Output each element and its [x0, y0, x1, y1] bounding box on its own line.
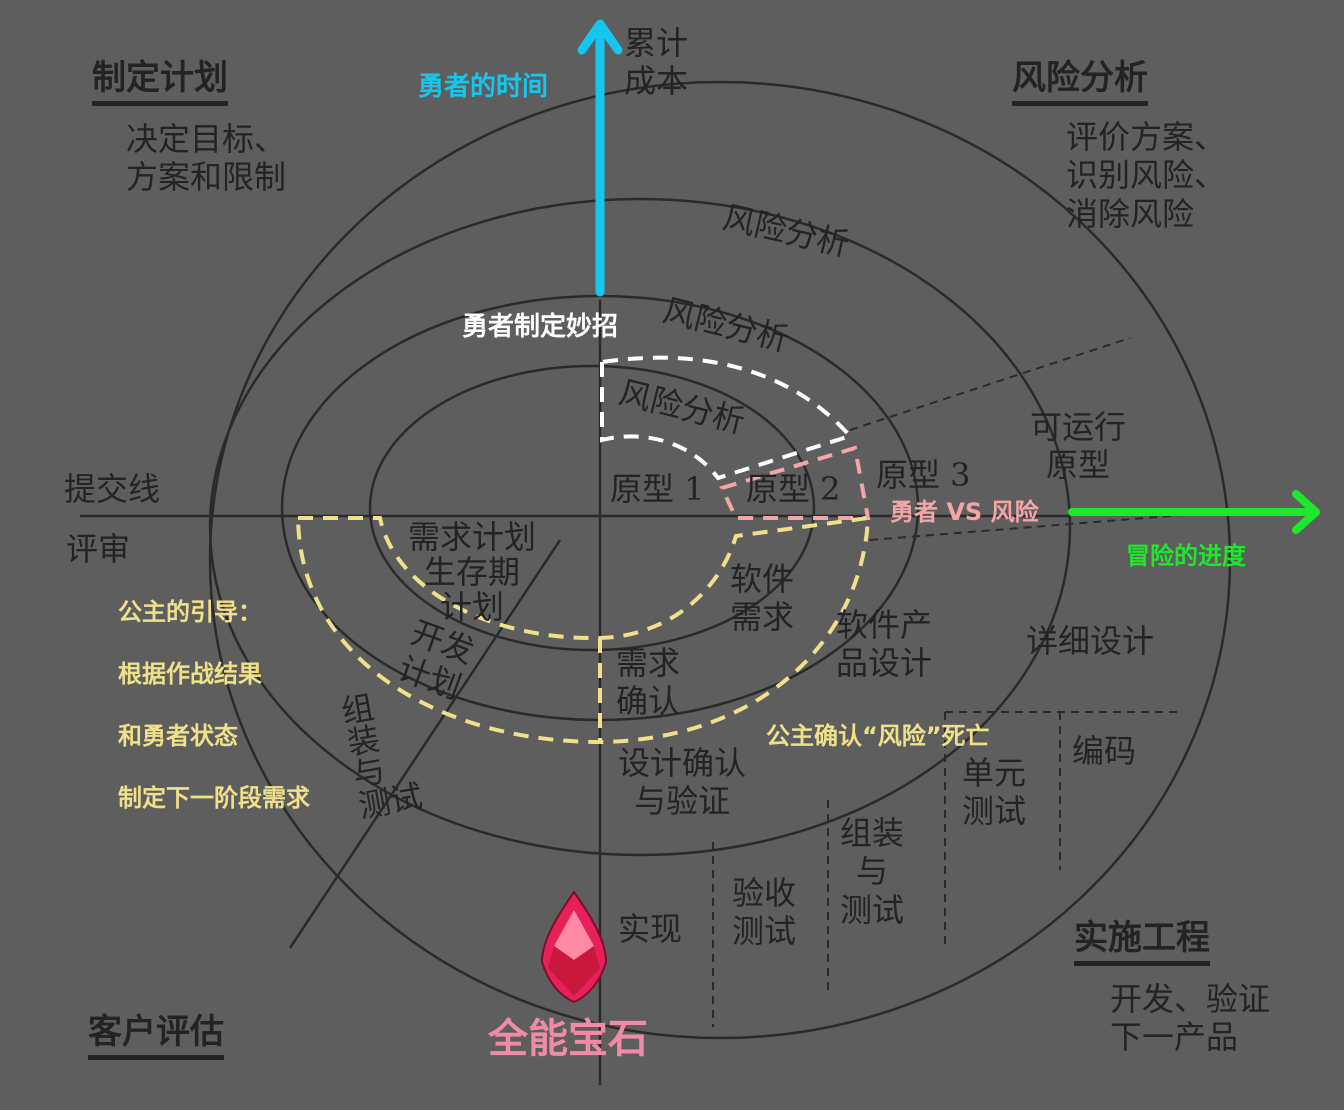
spiral-loop-outer — [208, 80, 1232, 1040]
princess-guide-line: 根据作战结果 — [118, 660, 262, 688]
princess-guide-annotation: 公主的引导： 根据作战结果 和勇者状态 制定下一阶段需求 — [118, 592, 310, 813]
detail-design-label: 详细设计 — [1026, 622, 1155, 660]
divider-proto-outer — [849, 337, 1131, 431]
spiral-loop-third — [208, 197, 1072, 857]
acceptance-test-label: 验收 测试 — [732, 874, 797, 951]
runnable-prototype-label: 可运行 原型 — [1030, 408, 1127, 485]
highlight-princess-region — [295, 515, 871, 745]
quadrant-risk-body: 评价方案、 识别风险、 消除风险 — [1066, 118, 1227, 233]
quadrant-engineering-title: 实施工程 — [1074, 918, 1210, 966]
requirements-plan-label: 需求计划 生存期 计划 — [408, 518, 537, 627]
princess-guide-line: 公主的引导： — [118, 598, 262, 626]
design-verify-label: 设计确认 与验证 — [618, 744, 747, 821]
prototype-1-label: 原型 1 — [610, 470, 705, 508]
princess-guide-line: 制定下一阶段需求 — [118, 784, 310, 812]
implementation-label: 实现 — [618, 910, 683, 948]
prototype-3-label: 原型 3 — [876, 456, 971, 494]
commit-line-label: 提交线 — [64, 470, 161, 508]
software-requirements-label: 软件 需求 — [730, 560, 795, 637]
unit-test-label: 单元 测试 — [962, 754, 1027, 831]
requirements-confirm-label: 需求 确认 — [616, 644, 681, 721]
review-label: 评审 — [66, 530, 131, 568]
right-arrow-icon — [1068, 490, 1320, 534]
highlight-hero-vs-risk — [719, 445, 871, 520]
adventure-progress-annotation: 冒险的进度 — [1126, 542, 1246, 570]
hero-time-annotation: 勇者的时间 — [418, 72, 549, 102]
quadrant-customer-title: 客户评估 — [88, 1012, 224, 1060]
spiral-loop-inner — [368, 364, 816, 652]
gem-icon — [540, 890, 608, 1004]
up-arrow-icon — [577, 19, 623, 297]
prototype-2-label: 原型 2 — [746, 470, 841, 508]
highlight-risk-analysis — [600, 355, 854, 481]
diagonal-line — [288, 539, 562, 949]
coding-label: 编码 — [1072, 732, 1137, 770]
divider-proto-lower — [869, 511, 1221, 541]
quadrant-engineering-body: 开发、验证 下一产品 — [1110, 980, 1271, 1057]
princess-guide-line: 和勇者状态 — [118, 722, 238, 750]
cumulative-cost-label: 累计 成本 — [624, 24, 689, 101]
integration-test-label: 组装 与 测试 — [840, 814, 905, 929]
princess-confirm-annotation: 公主确认“风险”死亡 — [766, 722, 990, 750]
quadrant-plan-body: 决定目标、 方案和限制 — [126, 120, 287, 197]
product-design-label: 软件产 品设计 — [836, 606, 933, 683]
hero-vs-risk-annotation: 勇者 VS 风险 — [890, 498, 1039, 526]
hero-plan-annotation: 勇者制定妙招 — [462, 312, 619, 342]
quadrant-plan-title: 制定计划 — [92, 58, 228, 106]
gem-label: 全能宝石 — [488, 1016, 648, 1062]
quadrant-risk-title: 风险分析 — [1012, 58, 1148, 106]
